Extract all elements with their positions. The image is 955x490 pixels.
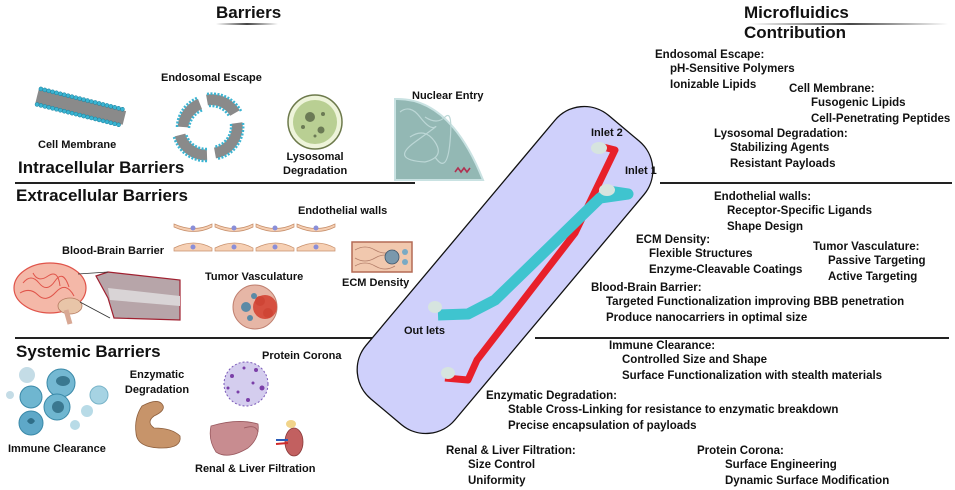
contrib-item: Enzyme-Cleavable Coatings <box>649 264 803 276</box>
contrib-item: Precise encapsulation of payloads <box>508 420 697 432</box>
label-lysosomal-degradation: Lysosomal Degradation <box>283 150 347 178</box>
contrib-title: Blood-Brain Barrier: <box>591 282 702 294</box>
contrib-item: Uniformity <box>468 475 526 487</box>
contrib-protein-corona: Protein Corona: Surface Engineering Dyna… <box>697 445 889 489</box>
contrib-item: Receptor-Specific Ligands <box>727 205 873 217</box>
label-endosomal-escape: Endosomal Escape <box>161 72 262 84</box>
contrib-title: Immune Clearance: <box>609 340 716 352</box>
contrib-item: Surface Functionalization with stealth m… <box>622 370 883 382</box>
label-endothelial-walls: Endothelial walls <box>298 205 388 217</box>
divider-intra-extra-left <box>15 182 415 184</box>
contrib-renal-liver-filtration: Renal & Liver Filtration: Size Control U… <box>446 445 576 489</box>
contrib-item: Cell-Penetrating Peptides <box>811 113 951 125</box>
label-tumor-vasculature: Tumor Vasculature <box>205 271 304 283</box>
outlet-cyan-port <box>428 301 442 313</box>
contrib-endosomal-escape: Endosomal Escape: pH-Sensitive Polymers … <box>655 49 795 93</box>
section-title-systemic: Systemic Barriers <box>16 342 161 361</box>
barriers-header-underline <box>216 23 278 25</box>
section-title-intracellular: Intracellular Barriers <box>18 158 185 177</box>
microfluidics-header: Microfluidics Contribution <box>744 3 849 42</box>
contrib-title: Tumor Vasculature: <box>813 241 920 253</box>
label-nuclear-entry: Nuclear Entry <box>412 90 484 102</box>
contrib-item: Passive Targeting <box>828 255 926 267</box>
barriers-header: Barriers <box>216 3 282 22</box>
contrib-blood-brain-barrier: Blood-Brain Barrier: Targeted Functional… <box>591 282 904 326</box>
contrib-item: Controlled Size and Shape <box>622 354 768 366</box>
contrib-ecm-density: ECM Density: Flexible Structures Enzyme-… <box>636 234 802 278</box>
contrib-title: Cell Membrane: <box>789 83 875 95</box>
cell-membrane-illustration <box>34 86 127 128</box>
protein-corona-illustration <box>223 361 269 407</box>
channel-red <box>444 143 619 384</box>
chip-body <box>356 105 654 435</box>
label-outlets: Out lets <box>404 325 445 337</box>
contrib-item: Dynamic Surface Modification <box>725 475 890 487</box>
contrib-immune-clearance: Immune Clearance: Controlled Size and Sh… <box>609 340 882 384</box>
contrib-item: Flexible Structures <box>649 248 753 260</box>
contrib-item: Targeted Functionalization improving BBB… <box>606 296 905 308</box>
microfluidics-header-underline <box>750 23 948 25</box>
label-enzymatic-degradation: Enzymatic Degradation <box>122 368 192 398</box>
contrib-title: Endothelial walls: <box>714 191 812 203</box>
lysosome-illustration <box>287 94 343 150</box>
label-ecm-density: ECM Density <box>342 277 410 289</box>
nucleus-illustration <box>394 97 485 181</box>
contrib-title: Lysosomal Degradation: <box>714 128 848 140</box>
microfluidic-chip <box>356 105 654 435</box>
contrib-title: ECM Density: <box>636 234 711 246</box>
outlet-red-port <box>441 367 455 379</box>
label-lysosomal-line1: Lysosomal <box>286 151 344 163</box>
contrib-item: Produce nanocarriers in optimal size <box>606 312 808 324</box>
contrib-item: Active Targeting <box>828 271 918 283</box>
label-cell-membrane: Cell Membrane <box>38 139 117 151</box>
contrib-item: Ionizable Lipids <box>670 79 757 91</box>
contrib-title: Enzymatic Degradation: <box>486 390 617 402</box>
contrib-item: pH-Sensitive Polymers <box>670 63 795 75</box>
divider-intra-extra-right <box>660 182 952 184</box>
label-blood-brain-barrier: Blood-Brain Barrier <box>62 245 165 257</box>
section-title-extracellular: Extracellular Barriers <box>16 186 188 205</box>
tumor-illustration <box>232 284 278 330</box>
label-renal-liver-filtration: Renal & Liver Filtration <box>195 463 316 475</box>
contrib-item: Size Control <box>468 459 536 471</box>
brain-illustration <box>13 262 181 325</box>
contrib-title: Protein Corona: <box>697 445 784 457</box>
label-lysosomal-line2: Degradation <box>283 165 348 177</box>
immune-cells-illustration <box>6 367 109 436</box>
contrib-item: Stable Cross-Linking for resistance to e… <box>508 404 839 416</box>
inlet-2-port <box>591 142 607 154</box>
contrib-tumor-vasculature: Tumor Vasculature: Passive Targeting Act… <box>813 241 926 285</box>
enzyme-illustration <box>135 401 181 449</box>
contrib-item: Fusogenic Lipids <box>811 97 906 109</box>
contrib-enzymatic-degradation: Enzymatic Degradation: Stable Cross-Link… <box>486 390 838 434</box>
label-inlet-1: Inlet 1 <box>625 165 657 177</box>
ecm-density-illustration <box>351 241 413 273</box>
label-immune-clearance: Immune Clearance <box>8 443 106 455</box>
contrib-lysosomal-degradation: Lysosomal Degradation: Stabilizing Agent… <box>714 128 848 172</box>
contrib-item: Shape Design <box>727 221 804 233</box>
label-enzymatic-line2: Degradation <box>124 384 190 396</box>
contrib-cell-membrane: Cell Membrane: Fusogenic Lipids Cell-Pen… <box>789 83 950 127</box>
contrib-item: Surface Engineering <box>725 459 837 471</box>
label-enzymatic-line1: Enzymatic <box>129 369 185 381</box>
label-protein-corona: Protein Corona <box>262 350 342 362</box>
contrib-item: Stabilizing Agents <box>730 142 830 154</box>
divider-extra-systemic-left <box>15 337 375 339</box>
contrib-title: Renal & Liver Filtration: <box>446 445 576 457</box>
endothelial-walls-illustration <box>173 223 336 252</box>
divider-extra-systemic-right <box>535 337 949 339</box>
endosomal-escape-illustration <box>172 92 245 163</box>
inlet-1-port <box>599 184 615 196</box>
channel-cyan <box>437 185 634 321</box>
liver-kidney-illustration <box>209 420 304 457</box>
contrib-item: Resistant Payloads <box>730 158 836 170</box>
contrib-endothelial-walls: Endothelial walls: Receptor-Specific Lig… <box>714 191 872 235</box>
label-inlet-2: Inlet 2 <box>591 127 623 139</box>
contrib-title: Endosomal Escape: <box>655 49 765 61</box>
